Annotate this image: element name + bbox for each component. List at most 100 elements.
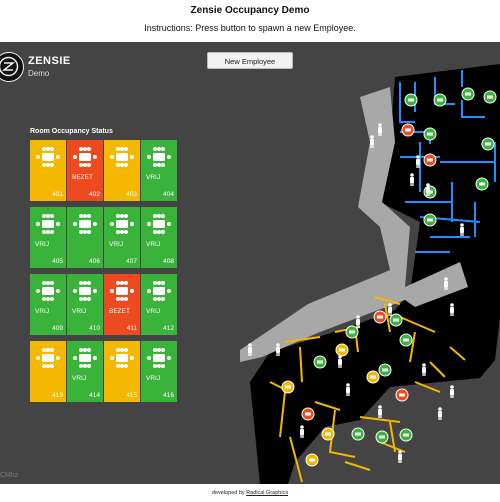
employee-icon[interactable] (398, 450, 402, 463)
meeting-table-icon (73, 147, 97, 167)
employee-icon[interactable] (370, 135, 374, 148)
room-number: 408 (163, 258, 174, 265)
new-employee-button[interactable]: New Employee (207, 52, 293, 69)
employee-markers (248, 123, 464, 463)
room-marker-table-icon (355, 432, 361, 436)
room-marker-table-icon (382, 368, 388, 372)
meeting-table-icon (110, 348, 134, 368)
room-marker-table-icon (485, 142, 491, 146)
room-number: 409 (52, 325, 63, 332)
room-number: 407 (126, 258, 137, 265)
employee-icon[interactable] (460, 223, 464, 236)
room-marker-table-icon (427, 132, 433, 136)
page-title: Zensie Occupancy Demo (190, 5, 310, 16)
room-number: 411 (126, 325, 137, 332)
employee-icon[interactable] (356, 315, 360, 328)
meeting-table-icon (147, 214, 171, 234)
room-status-label: VRIJ (35, 241, 50, 248)
room-number: 412 (163, 325, 174, 332)
room-marker-table-icon (403, 433, 409, 437)
room-tile-412[interactable]: VRIJ 412 (141, 274, 177, 335)
room-status-label: BEZET (72, 174, 93, 181)
room-marker-table-icon (405, 128, 411, 132)
meeting-table-icon (147, 281, 171, 301)
room-marker-table-icon (339, 348, 345, 352)
room-status-label: VRIJ (35, 308, 50, 315)
room-status-label: VRIJ (72, 375, 87, 382)
employee-icon[interactable] (378, 123, 382, 136)
meeting-table-icon (36, 281, 60, 301)
employee-icon[interactable] (426, 183, 430, 196)
room-marker-table-icon (317, 360, 323, 364)
employee-icon[interactable] (276, 343, 280, 356)
office-floor-area (250, 64, 500, 484)
employee-icon[interactable] (300, 425, 304, 438)
room-marker-table-icon (427, 158, 433, 162)
room-tile-415[interactable]: 415 (104, 341, 140, 402)
meeting-table-icon (36, 147, 60, 167)
radical-graphics-link[interactable]: Radical Graphics (246, 490, 289, 496)
meeting-table-icon (36, 214, 60, 234)
employee-icon[interactable] (422, 363, 426, 376)
room-occupancy-title: Room Occupancy Status (30, 128, 113, 135)
room-marker-table-icon (408, 98, 414, 102)
room-status-markers (281, 87, 497, 467)
employee-icon[interactable] (438, 407, 442, 420)
floor-plan-map[interactable] (240, 42, 500, 484)
employee-icon[interactable] (248, 343, 252, 356)
room-tile-413[interactable]: 413 (30, 341, 66, 402)
meeting-table-icon (73, 214, 97, 234)
footer: developed by Radical Graphics (0, 484, 500, 500)
meeting-table-icon (73, 281, 97, 301)
meeting-table-icon (147, 348, 171, 368)
room-status-label: VRIJ (72, 308, 87, 315)
room-marker-table-icon (465, 92, 471, 96)
zensie-logo (0, 52, 24, 82)
employee-icon[interactable] (444, 277, 448, 290)
room-number: 406 (89, 258, 100, 265)
employee-icon[interactable] (346, 383, 350, 396)
brand-name: ZENSIE (28, 55, 71, 67)
employee-icon[interactable] (450, 385, 454, 398)
employee-icon[interactable] (450, 303, 454, 316)
room-marker-table-icon (487, 95, 493, 99)
employee-icon[interactable] (388, 303, 392, 316)
room-number: 416 (163, 392, 174, 399)
room-marker-table-icon (377, 315, 383, 319)
page-header: Zensie Occupancy Demo Instructions: Pres… (0, 0, 500, 42)
room-number: 413 (52, 392, 63, 399)
room-tile-409[interactable]: VRIJ 409 (30, 274, 66, 335)
room-tile-403[interactable]: 403 (104, 140, 140, 201)
room-number: 415 (126, 392, 137, 399)
room-marker-table-icon (399, 393, 405, 397)
room-marker-table-icon (349, 330, 355, 334)
meeting-table-icon (73, 348, 97, 368)
room-marker-table-icon (437, 98, 443, 102)
room-marker-table-icon (370, 375, 376, 379)
room-marker-table-icon (479, 182, 485, 186)
watermark-text: CMhz (0, 472, 19, 479)
employee-icon[interactable] (378, 405, 382, 418)
brand-subtitle: Demo (28, 69, 50, 78)
room-marker-table-icon (309, 458, 315, 462)
room-tile-406[interactable]: 406 (67, 207, 103, 268)
employee-icon[interactable] (410, 173, 414, 186)
room-number: 404 (163, 191, 174, 198)
room-tile-401[interactable]: 401 (30, 140, 66, 201)
corridor-area (240, 87, 468, 362)
employee-icon[interactable] (338, 355, 342, 368)
employee-icon[interactable] (416, 155, 420, 168)
room-status-label: VRIJ (146, 308, 161, 315)
meeting-table-icon (147, 147, 171, 167)
instructions-text: Instructions: Press button to spawn a ne… (144, 23, 356, 33)
room-tile-416[interactable]: VRIJ 416 (141, 341, 177, 402)
room-status-label: VRIJ (146, 375, 161, 382)
